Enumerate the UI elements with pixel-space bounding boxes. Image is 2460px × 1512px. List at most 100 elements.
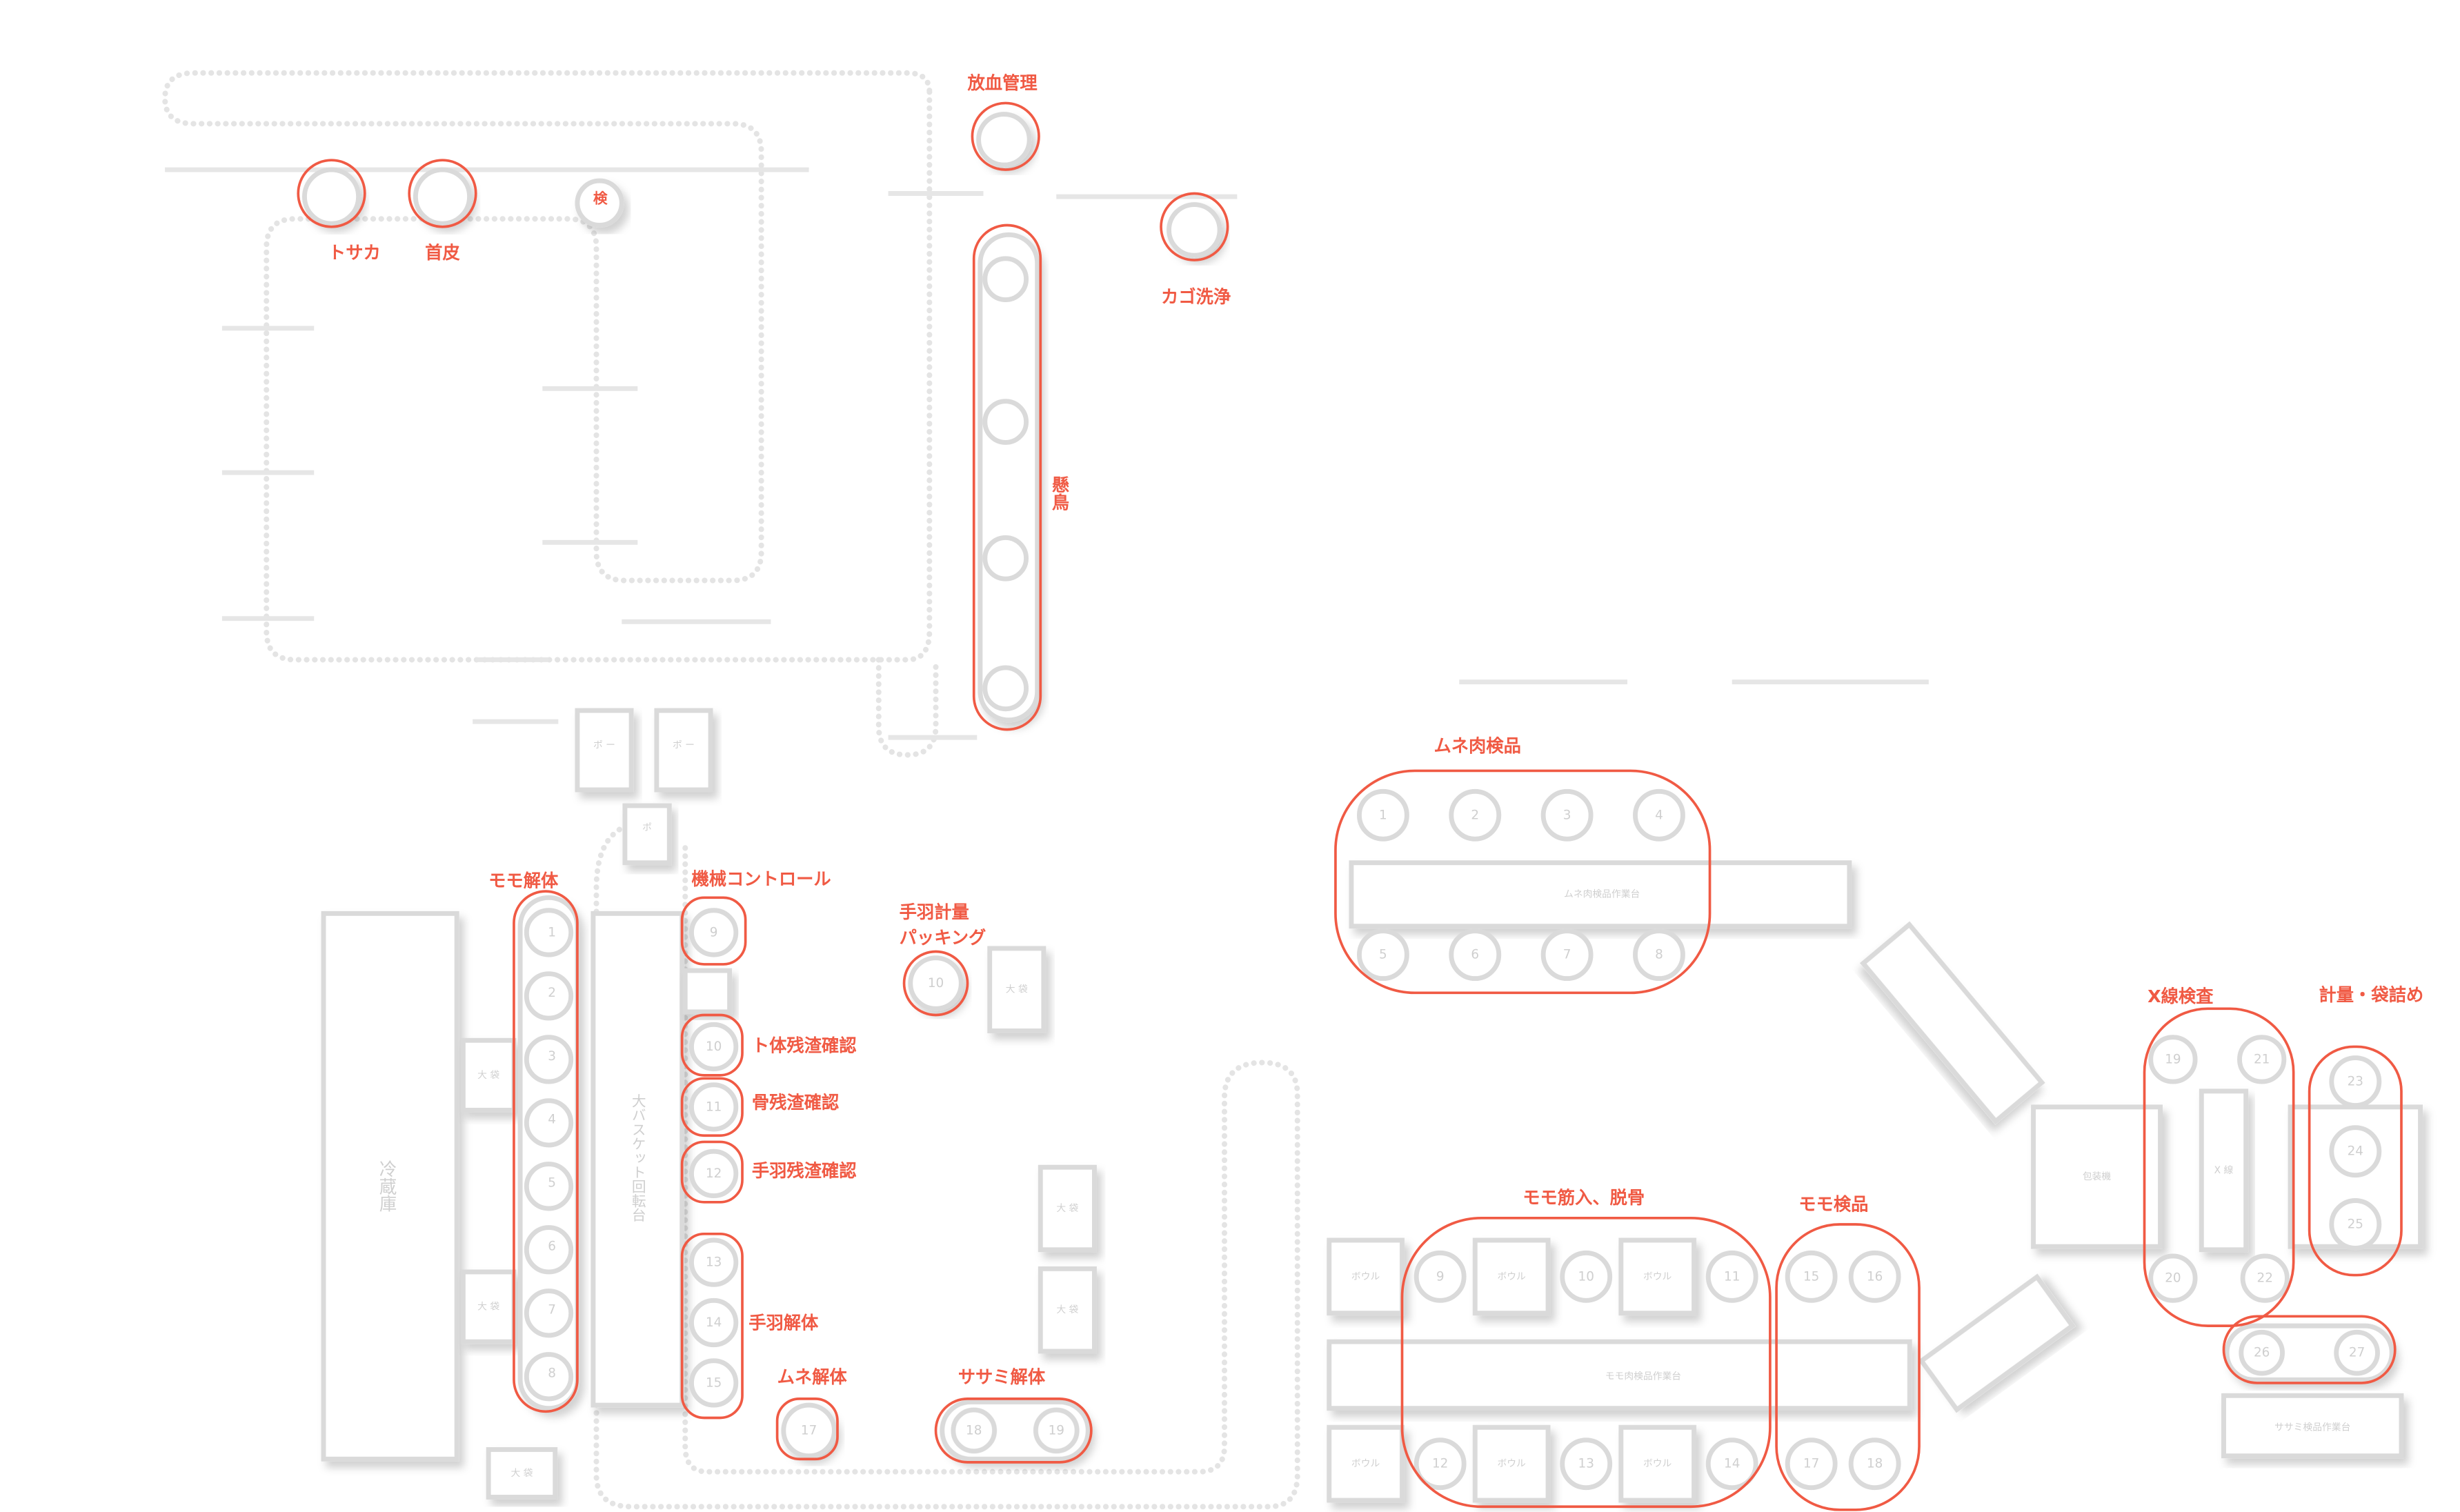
svg-text:ポ ー: ポ ー bbox=[673, 740, 695, 751]
label-keiryou: 計量・袋詰め bbox=[2319, 985, 2423, 1005]
station-seat bbox=[524, 971, 574, 1021]
station-seat bbox=[524, 1225, 574, 1275]
station-number: 15 bbox=[706, 1375, 722, 1390]
svg-text:大 袋: 大 袋 bbox=[477, 1302, 499, 1313]
label-houketsu: 放血管理 bbox=[967, 73, 1038, 93]
station-number: 14 bbox=[1724, 1457, 1740, 1471]
station-seat bbox=[689, 908, 739, 957]
station-seat bbox=[2329, 1055, 2382, 1108]
station-number: 18 bbox=[1867, 1457, 1883, 1471]
svg-text:ポ ー: ポ ー bbox=[593, 740, 615, 751]
station-number: 18 bbox=[966, 1423, 982, 1438]
label-kikai: 機械コントロール bbox=[691, 869, 831, 889]
conveyor-label-momo: モモ肉検品作業台 bbox=[1605, 1371, 1681, 1382]
svg-text:大 袋: 大 袋 bbox=[1056, 1203, 1078, 1214]
station-number: 27 bbox=[2349, 1346, 2365, 1360]
station-seat bbox=[1705, 1250, 1758, 1303]
right-area: ボウル ボウル ボウル ボウル ボウル ボウル 包装機 X 線 bbox=[1327, 788, 2423, 1503]
label-mune-kenpin: ムネ肉検品 bbox=[1434, 736, 1520, 756]
station-seat bbox=[689, 1358, 739, 1408]
station-seat bbox=[1449, 788, 1502, 842]
station-number: 17 bbox=[1803, 1457, 1819, 1471]
svg-text:包装機: 包装機 bbox=[2083, 1171, 2112, 1182]
station-seat bbox=[1705, 1438, 1758, 1491]
label-ken: 検 bbox=[593, 190, 608, 206]
label-momo-kenpin: モモ検品 bbox=[1798, 1194, 1868, 1214]
station-number: 11 bbox=[1724, 1269, 1740, 1284]
station-number: 23 bbox=[2348, 1075, 2363, 1089]
svg-text:ボウル: ボウル bbox=[1643, 1271, 1672, 1282]
station-number: 5 bbox=[548, 1176, 556, 1191]
station-number: 5 bbox=[1379, 948, 1387, 962]
station-number: 10 bbox=[706, 1040, 722, 1054]
svg-text:大 袋: 大 袋 bbox=[477, 1070, 499, 1081]
station-number: 19 bbox=[2165, 1052, 2181, 1066]
label-mune-kaitai: ムネ解体 bbox=[777, 1367, 848, 1387]
station-number: 16 bbox=[1867, 1269, 1883, 1284]
station-seat bbox=[524, 1352, 574, 1402]
conveyor-label-mune: ムネ肉検品作業台 bbox=[1564, 889, 1640, 900]
station-number: 7 bbox=[548, 1303, 556, 1317]
station-seat bbox=[524, 1035, 574, 1084]
label-momo-kaitai: モモ解体 bbox=[488, 871, 559, 891]
label-packing: パッキング bbox=[900, 928, 986, 948]
svg-text:ポ: ポ bbox=[642, 822, 652, 833]
label-kaiten: 大バスケット回転台 bbox=[629, 1093, 646, 1222]
station-number: 22 bbox=[2257, 1271, 2273, 1286]
label-teba-kaitai: 手羽解体 bbox=[748, 1313, 819, 1333]
station-seat bbox=[2329, 1198, 2382, 1251]
station-number: 19 bbox=[1049, 1423, 1064, 1438]
svg-text:ボウル: ボウル bbox=[1643, 1458, 1672, 1469]
station-seat bbox=[1413, 1250, 1467, 1303]
station-number: 13 bbox=[1578, 1457, 1594, 1471]
station-number: 9 bbox=[710, 925, 718, 939]
label-sasami-kaitai: ササミ解体 bbox=[958, 1367, 1046, 1387]
label-kago: カゴ洗浄 bbox=[1161, 287, 1231, 307]
label-xsen: X線検査 bbox=[2147, 986, 2214, 1006]
station-number: 3 bbox=[548, 1049, 556, 1064]
station-number: 17 bbox=[801, 1423, 817, 1438]
label-momo-suji: モモ筋入、脱骨 bbox=[1522, 1188, 1645, 1208]
station-numbers: 1 2 3 4 5 6 7 8 9 10 11 12 13 14 15 10 1… bbox=[548, 808, 2365, 1471]
area-labels: 放血管理 トサカ 首皮 検 カゴ洗浄 懸鳥 ムネ肉検品 モモ解体 機械コントロー… bbox=[328, 73, 2423, 1387]
station-number: 7 bbox=[1563, 948, 1571, 962]
station-number: 21 bbox=[2254, 1052, 2270, 1066]
svg-text:ボウル: ボウル bbox=[1497, 1458, 1526, 1469]
station-number: 10 bbox=[928, 976, 944, 991]
station-seat bbox=[1848, 1438, 1901, 1491]
station-number: 2 bbox=[548, 986, 556, 1000]
station-number: 1 bbox=[1379, 808, 1387, 822]
station-number: 12 bbox=[1432, 1457, 1448, 1471]
station-seat bbox=[1785, 1438, 1838, 1491]
station-number: 9 bbox=[1436, 1269, 1445, 1284]
station-number: 4 bbox=[1655, 808, 1663, 822]
station-seat bbox=[1633, 928, 1685, 982]
station-seat bbox=[524, 908, 574, 957]
highlights bbox=[297, 101, 2403, 1511]
svg-text:X 線: X 線 bbox=[2214, 1165, 2234, 1176]
station-seat bbox=[524, 1289, 574, 1338]
station-number: 4 bbox=[548, 1113, 556, 1127]
station-seat bbox=[2237, 1035, 2287, 1084]
station-seat bbox=[1413, 1438, 1467, 1491]
svg-text:ボウル: ボウル bbox=[1351, 1458, 1380, 1469]
station-number: 2 bbox=[1471, 808, 1479, 822]
station-seat bbox=[2240, 1253, 2290, 1303]
station-seat bbox=[1560, 1438, 1613, 1491]
station-seat bbox=[524, 1162, 574, 1211]
svg-text:ボウル: ボウル bbox=[1351, 1271, 1380, 1282]
station-seat bbox=[2148, 1035, 2198, 1084]
station-seat bbox=[1633, 788, 1685, 842]
station-seat bbox=[1540, 788, 1594, 842]
station-number: 13 bbox=[706, 1255, 722, 1270]
station-seat bbox=[524, 1098, 574, 1148]
label-tosaka: トサカ bbox=[328, 243, 381, 263]
label-hone: 骨残渣確認 bbox=[752, 1093, 839, 1113]
station-number: 8 bbox=[1655, 948, 1663, 962]
label-reizou: 冷蔵庫 bbox=[377, 1160, 397, 1213]
station-number: 8 bbox=[548, 1366, 556, 1381]
station-seat bbox=[689, 1237, 739, 1287]
station-seat bbox=[1560, 1250, 1613, 1303]
